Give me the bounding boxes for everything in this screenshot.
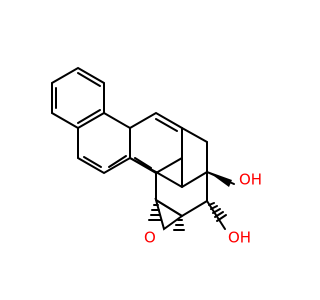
molecule-structure: OH OH O bbox=[51, 66, 262, 247]
ring-middle-left bbox=[77, 112, 131, 175]
bond-lines bbox=[51, 66, 235, 231]
atom-labels: OH OH O bbox=[144, 171, 262, 247]
ring-left-double-bonds bbox=[55, 72, 101, 124]
left-epoxide-stereo-hash bbox=[148, 204, 162, 221]
right-epoxide-stereo-hash bbox=[173, 219, 185, 231]
ring-left bbox=[51, 66, 105, 130]
ring-middle-right-double-bonds bbox=[134, 118, 178, 169]
ring-middle-right bbox=[129, 111, 183, 175]
ring-middle-left-double-bonds bbox=[83, 155, 127, 168]
fusion-bonds bbox=[129, 157, 183, 188]
top-stereo-wedge bbox=[207, 171, 232, 187]
hydroxyl-bottom-label: OH bbox=[228, 229, 251, 247]
epoxide-oxygen-label: O bbox=[144, 229, 156, 247]
bottom-stereo-hash bbox=[208, 202, 227, 222]
hydroxyl-top-label: OH bbox=[239, 171, 262, 189]
